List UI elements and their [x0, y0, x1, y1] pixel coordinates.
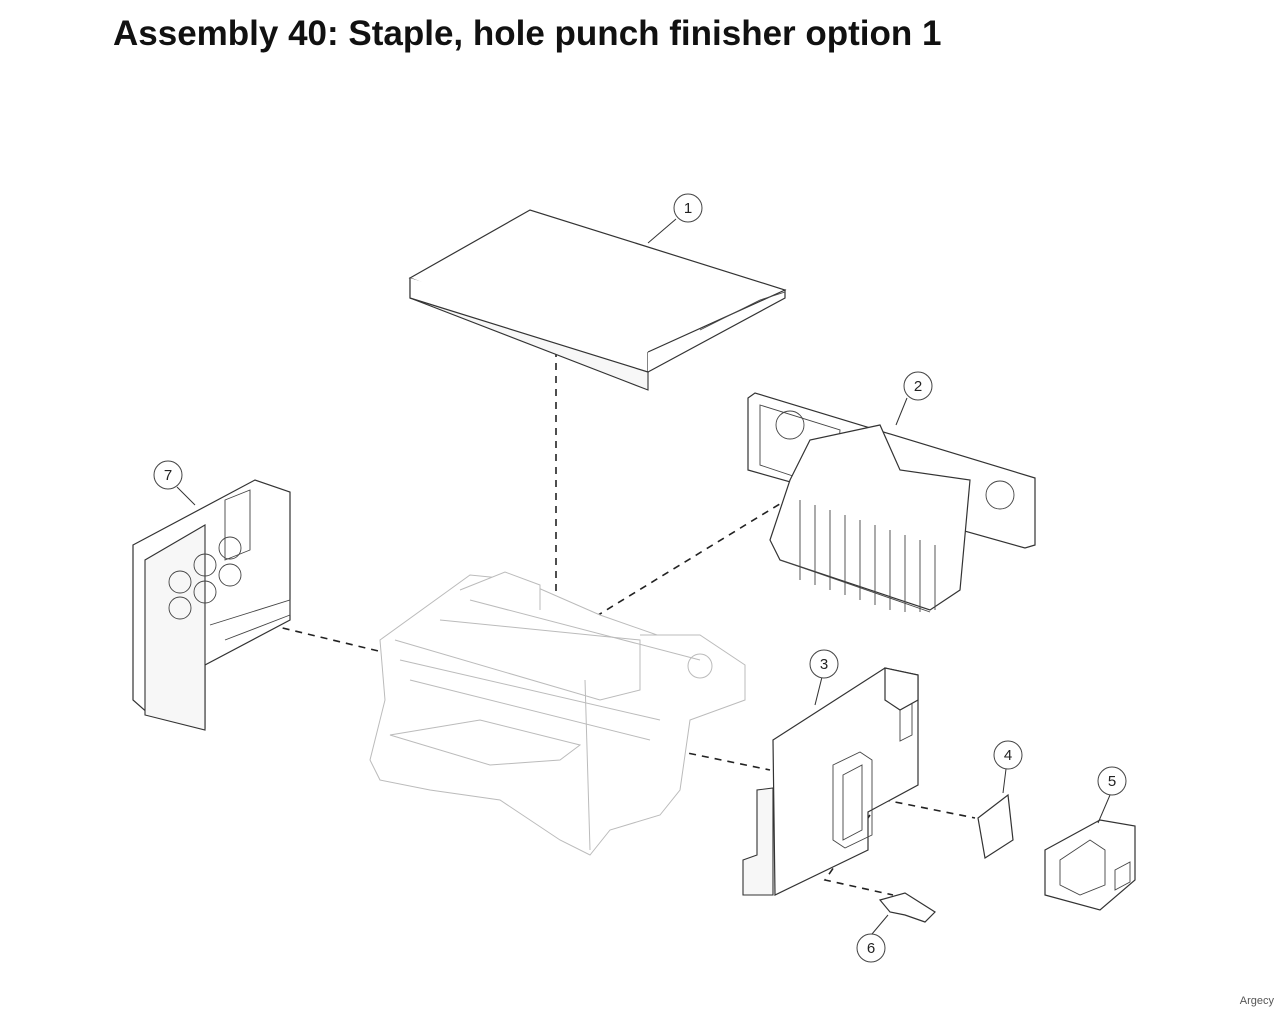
callout-7: 7: [153, 460, 183, 490]
svg-text:5: 5: [1108, 773, 1116, 790]
part-5-bracket: [1044, 819, 1136, 911]
part-1-top-cover: [408, 209, 787, 391]
part-7-left-cover: [132, 479, 291, 731]
callout-5: 5: [1097, 766, 1127, 796]
svg-text:2: 2: [914, 378, 922, 395]
page-title: Assembly 40: Staple, hole punch finisher…: [113, 14, 942, 53]
part-2-rear-guide: [747, 392, 1036, 613]
callout-3: 3: [809, 649, 839, 679]
callouts: 1 2 3 4 5 6 7: [153, 193, 1127, 963]
finisher-frame: [369, 571, 746, 856]
callout-2: 2: [903, 371, 933, 401]
part-6-lever: [878, 892, 936, 923]
callout-4: 4: [993, 740, 1023, 770]
svg-text:4: 4: [1004, 747, 1012, 764]
svg-text:7: 7: [164, 467, 172, 484]
watermark-text: Argecy: [1239, 995, 1274, 1007]
svg-text:3: 3: [820, 656, 828, 673]
callout-6: 6: [856, 933, 886, 963]
part-3-right-cover: [742, 667, 919, 896]
part-4-plate: [977, 793, 1014, 859]
svg-text:1: 1: [684, 200, 692, 217]
svg-text:6: 6: [867, 940, 875, 957]
callout-1: 1: [673, 193, 703, 223]
